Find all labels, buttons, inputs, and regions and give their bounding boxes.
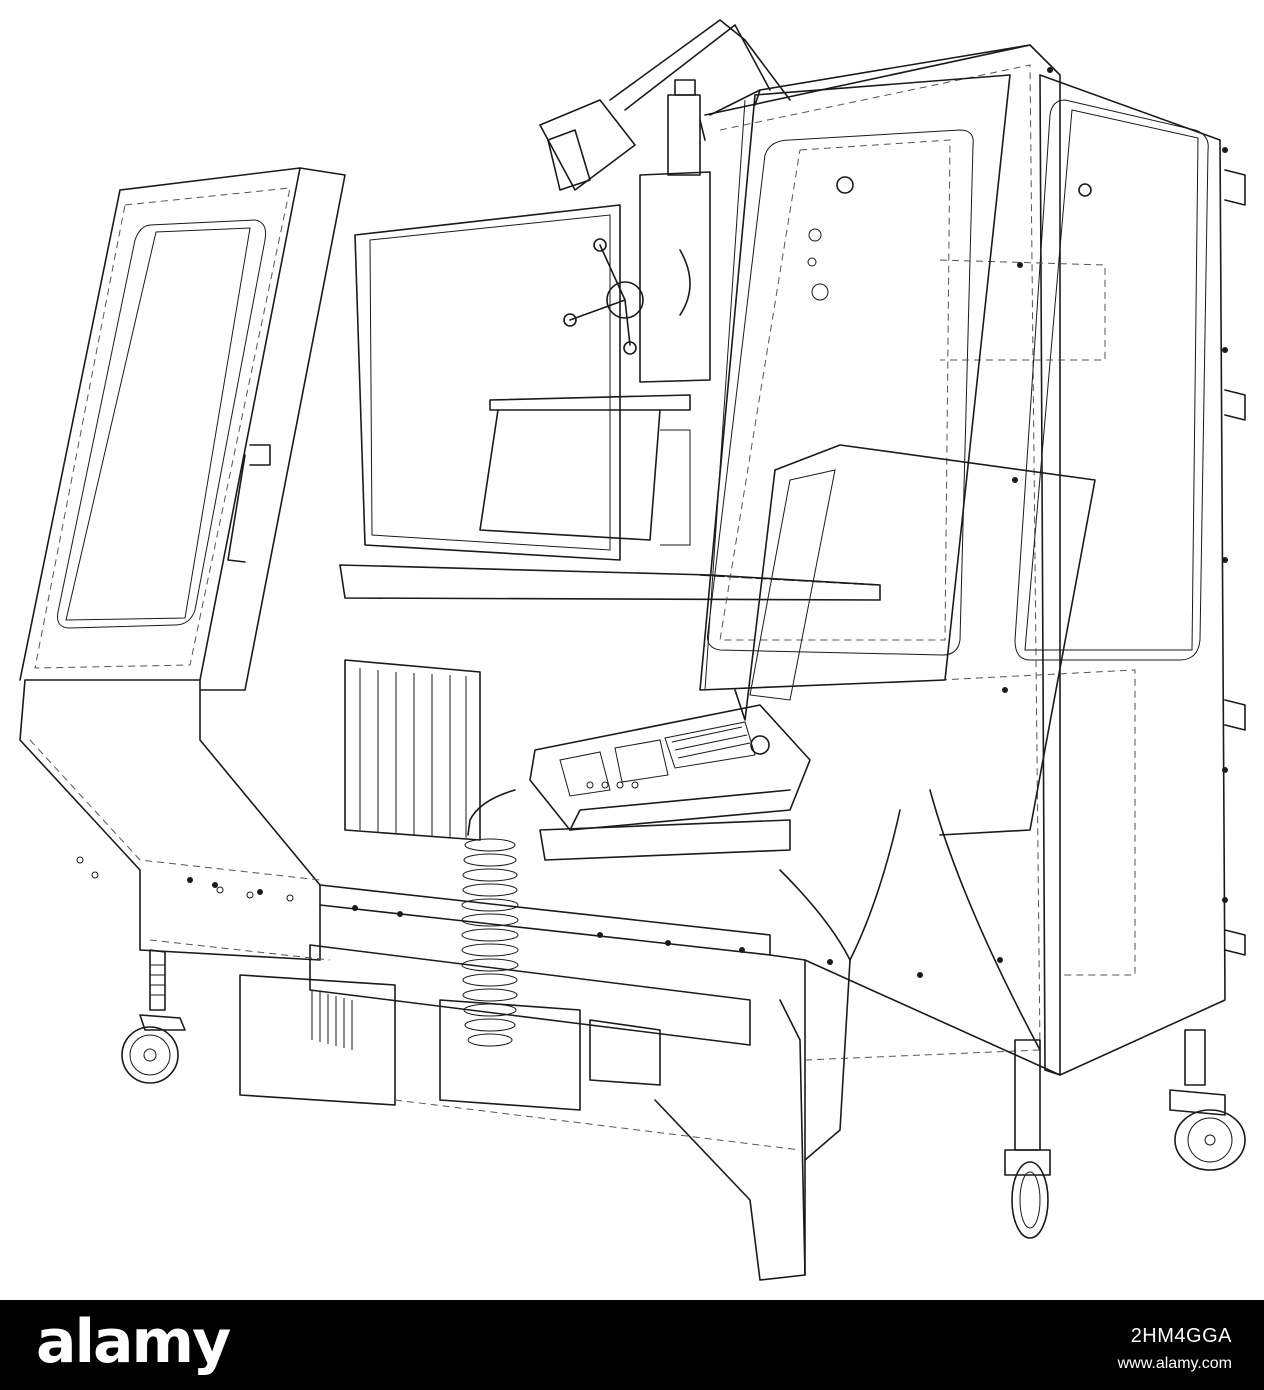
spindle-head bbox=[539, 19, 791, 383]
work-area bbox=[339, 204, 881, 841]
machine-illustration bbox=[19, 19, 1246, 1281]
site-url: www.alamy.com bbox=[1117, 1355, 1232, 1372]
caster-right-front bbox=[1004, 1039, 1051, 1239]
control-panel bbox=[529, 444, 1096, 861]
caster-right-rear bbox=[1169, 1029, 1246, 1171]
left-door bbox=[19, 167, 346, 961]
image-id: 2HM4GGA bbox=[1130, 1325, 1232, 1347]
coiled-cable bbox=[461, 789, 519, 1047]
caster-left bbox=[121, 949, 186, 1084]
base-frame bbox=[149, 789, 1061, 1281]
alamy-logo: alamy bbox=[36, 1307, 231, 1377]
wireframe-drawing bbox=[19, 19, 1246, 1281]
watermark-footer: alamy 2HM4GGA www.alamy.com bbox=[0, 1300, 1264, 1390]
right-cabinet bbox=[699, 44, 1246, 1076]
front-door bbox=[660, 74, 1011, 691]
